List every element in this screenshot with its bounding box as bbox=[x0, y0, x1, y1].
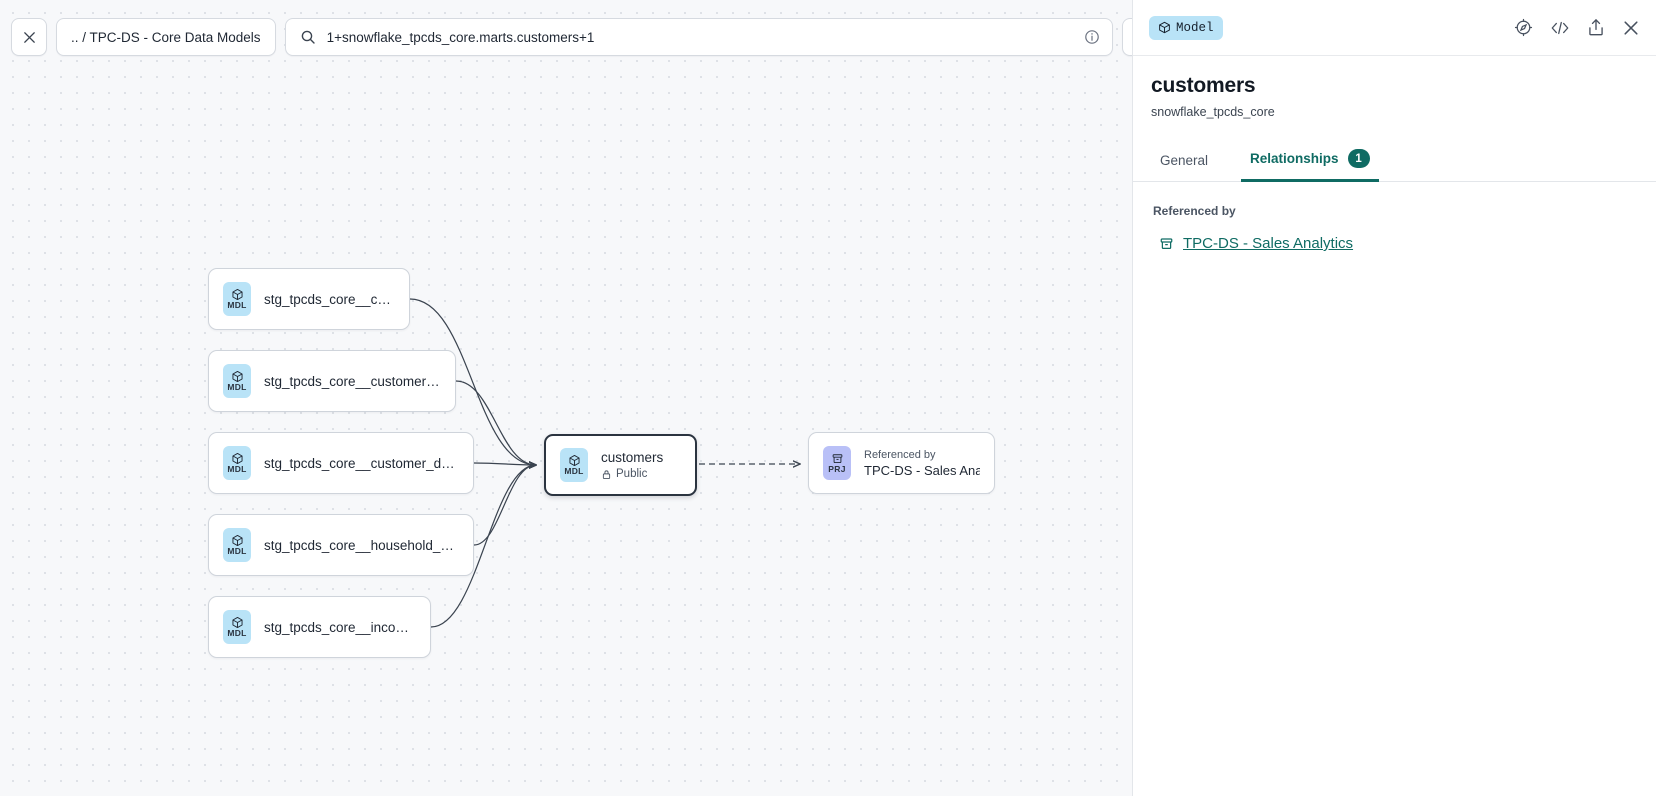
search-icon bbox=[300, 29, 316, 45]
search-box[interactable] bbox=[285, 18, 1113, 56]
search-input[interactable] bbox=[327, 30, 1073, 45]
lineage-canvas[interactable]: .. / TPC-DS - Core Data Models bbox=[0, 0, 1132, 796]
graph-node[interactable]: MDL stg_tpcds_core__customer_address bbox=[208, 350, 456, 412]
node-type-label: MDL bbox=[227, 465, 246, 474]
node-type-label: MDL bbox=[564, 467, 583, 476]
model-type-label: Model bbox=[1176, 21, 1214, 35]
graph-node-label: stg_tpcds_core__customer bbox=[264, 292, 395, 307]
page-title: customers bbox=[1133, 56, 1656, 98]
share-icon bbox=[1587, 18, 1605, 37]
graph-node-label: stg_tpcds_core__customer_address bbox=[264, 374, 441, 389]
explore-button[interactable] bbox=[1514, 18, 1533, 37]
view-code-button[interactable] bbox=[1550, 19, 1570, 37]
graph-node[interactable]: MDL stg_tpcds_core__customer bbox=[208, 268, 410, 330]
compass-icon bbox=[1514, 18, 1533, 37]
graph-node-selected[interactable]: MDL customersPublic bbox=[544, 434, 697, 496]
graph-node[interactable]: MDL stg_tpcds_core__household_demogr… bbox=[208, 514, 474, 576]
relationships-section: Referenced by TPC-DS - Sales Analytics bbox=[1133, 182, 1656, 252]
graph-node-project[interactable]: PRJ Referenced by TPC-DS - Sales Analytics bbox=[808, 432, 995, 494]
panel-header: Model bbox=[1133, 0, 1656, 56]
share-button[interactable] bbox=[1587, 18, 1605, 37]
panel-subtitle: snowflake_tpcds_core bbox=[1133, 98, 1656, 119]
tab-label: General bbox=[1160, 153, 1208, 168]
lock-icon bbox=[601, 469, 612, 480]
close-icon bbox=[22, 30, 37, 45]
node-caption: Referenced by bbox=[864, 449, 980, 461]
graph-node-label: stg_tpcds_core__customer_demogra… bbox=[264, 456, 459, 471]
code-icon bbox=[1550, 19, 1570, 37]
info-icon[interactable] bbox=[1084, 29, 1100, 45]
referenced-by-link[interactable]: TPC-DS - Sales Analytics bbox=[1183, 235, 1353, 252]
tab-general[interactable]: General bbox=[1151, 153, 1217, 182]
node-type-badge: MDL bbox=[560, 448, 588, 482]
node-type-badge: PRJ bbox=[823, 446, 851, 480]
breadcrumb-label: .. / TPC-DS - Core Data Models bbox=[71, 30, 261, 45]
graph-node[interactable]: MDL stg_tpcds_core__income_band bbox=[208, 596, 431, 658]
node-type-badge: MDL bbox=[223, 446, 251, 480]
node-type-badge: MDL bbox=[223, 282, 251, 316]
node-access: Public bbox=[601, 468, 663, 480]
node-type-badge: MDL bbox=[223, 528, 251, 562]
lineage-edges bbox=[0, 0, 1132, 796]
graph-node[interactable]: MDL stg_tpcds_core__customer_demogra… bbox=[208, 432, 474, 494]
panel-tabs: General Relationships 1 bbox=[1133, 119, 1656, 182]
referenced-by-heading: Referenced by bbox=[1153, 204, 1656, 218]
node-type-label: MDL bbox=[227, 547, 246, 556]
referenced-by-item[interactable]: TPC-DS - Sales Analytics bbox=[1153, 235, 1656, 252]
model-type-badge: Model bbox=[1149, 16, 1223, 40]
node-type-label: MDL bbox=[227, 383, 246, 392]
breadcrumb[interactable]: .. / TPC-DS - Core Data Models bbox=[56, 18, 276, 56]
node-type-label: PRJ bbox=[828, 465, 845, 474]
panel-actions bbox=[1514, 18, 1640, 37]
canvas-toolbar: .. / TPC-DS - Core Data Models bbox=[11, 18, 1132, 56]
close-panel-button[interactable] bbox=[1622, 19, 1640, 37]
cube-icon bbox=[1158, 21, 1171, 34]
project-icon bbox=[1159, 236, 1174, 251]
tab-relationships[interactable]: Relationships 1 bbox=[1241, 149, 1379, 182]
close-button[interactable] bbox=[11, 18, 47, 56]
graph-node-label: TPC-DS - Sales Analytics bbox=[864, 463, 980, 478]
node-type-label: MDL bbox=[227, 629, 246, 638]
node-type-label: MDL bbox=[227, 301, 246, 310]
node-type-badge: MDL bbox=[223, 364, 251, 398]
tab-count-badge: 1 bbox=[1348, 149, 1370, 168]
tab-label: Relationships bbox=[1250, 151, 1339, 166]
node-type-badge: MDL bbox=[223, 610, 251, 644]
graph-node-label: customers bbox=[601, 450, 663, 465]
node-access-label: Public bbox=[616, 468, 647, 480]
close-icon bbox=[1622, 19, 1640, 37]
refresh-button[interactable] bbox=[1122, 18, 1132, 56]
graph-node-label: stg_tpcds_core__household_demogr… bbox=[264, 538, 459, 553]
graph-node-label: stg_tpcds_core__income_band bbox=[264, 620, 416, 635]
details-panel: Model bbox=[1132, 0, 1656, 796]
